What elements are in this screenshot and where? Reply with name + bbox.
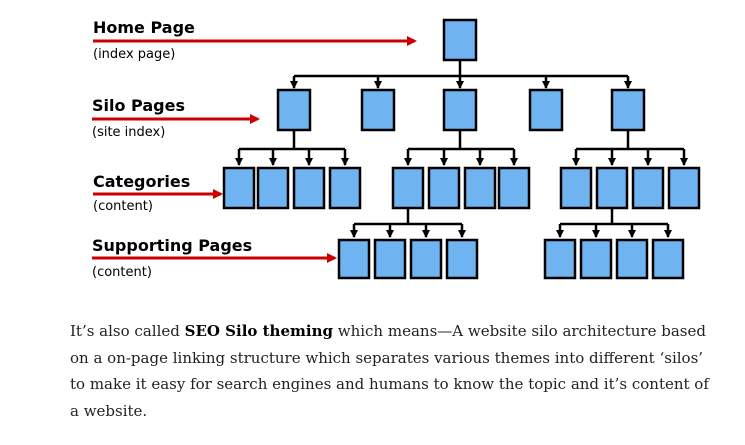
paragraph-emphasis: SEO Silo theming [184, 322, 333, 340]
category-box [427, 166, 461, 210]
supporting-page-box [373, 238, 407, 280]
category-box [222, 166, 256, 210]
home-page-box [442, 18, 478, 62]
silo-pages-label: Silo Pages [92, 96, 185, 115]
categories-sublabel: (content) [93, 199, 153, 214]
category-box [631, 166, 665, 210]
categories-label: Categories [93, 172, 190, 191]
category-box [667, 166, 701, 210]
supporting-page-box [579, 238, 613, 280]
home-page-label: Home Page [93, 18, 195, 37]
supporting-page-box [337, 238, 371, 280]
silo-architecture-diagram: Home Page (index page) Silo Pages (site … [92, 18, 701, 280]
category-box [497, 166, 531, 210]
category-box [559, 166, 593, 210]
supporting-page-box [651, 238, 685, 280]
category-box [391, 166, 425, 210]
supporting-pages-sublabel: (content) [92, 265, 152, 280]
home-page-sublabel: (index page) [93, 47, 175, 62]
silo-page-box [610, 88, 646, 132]
paragraph-rest: which means—A website silo architecture … [70, 322, 709, 420]
supporting-page-box [409, 238, 443, 280]
category-box [463, 166, 497, 210]
silo-page-box [276, 88, 312, 132]
silo-page-box [360, 88, 396, 132]
supporting-page-box [543, 238, 577, 280]
supporting-pages-label: Supporting Pages [92, 236, 252, 255]
category-box [256, 166, 290, 210]
silo-page-box [442, 88, 478, 132]
silo-page-box [528, 88, 564, 132]
category-box [328, 166, 362, 210]
supporting-page-box [445, 238, 479, 280]
page-hierarchy-tree [222, 18, 701, 280]
description-paragraph: It’s also called SEO Silo theming which … [70, 318, 710, 424]
supporting-page-box [615, 238, 649, 280]
category-box [292, 166, 326, 210]
silo-pages-sublabel: (site index) [92, 125, 165, 140]
paragraph-intro: It’s also called [70, 322, 185, 340]
category-box [595, 166, 629, 210]
